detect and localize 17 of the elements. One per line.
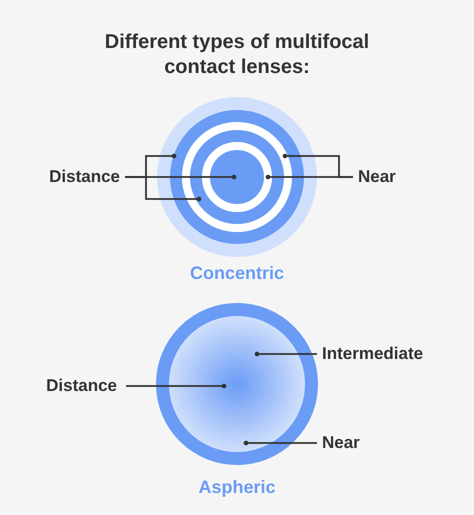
zone-label: Distance <box>49 167 120 187</box>
leader-line <box>282 154 353 178</box>
leader-line <box>244 440 317 446</box>
leader-line <box>126 384 226 388</box>
lens-ring <box>182 122 292 232</box>
lens-ring <box>190 130 284 224</box>
zone-label: Near <box>358 167 396 187</box>
zone-label: Near <box>322 433 360 453</box>
lens-center <box>210 150 264 204</box>
lens-ring <box>202 142 272 212</box>
lens-ring <box>170 110 304 244</box>
lens-type-label: Concentric <box>188 262 286 284</box>
zone-label: Intermediate <box>322 344 424 364</box>
zone-label: Distance <box>46 376 117 396</box>
diagram-title: Different types of multifocal contact lenses: <box>104 30 370 80</box>
leader-line <box>125 176 202 202</box>
lens-type-label: Aspheric <box>197 476 277 498</box>
